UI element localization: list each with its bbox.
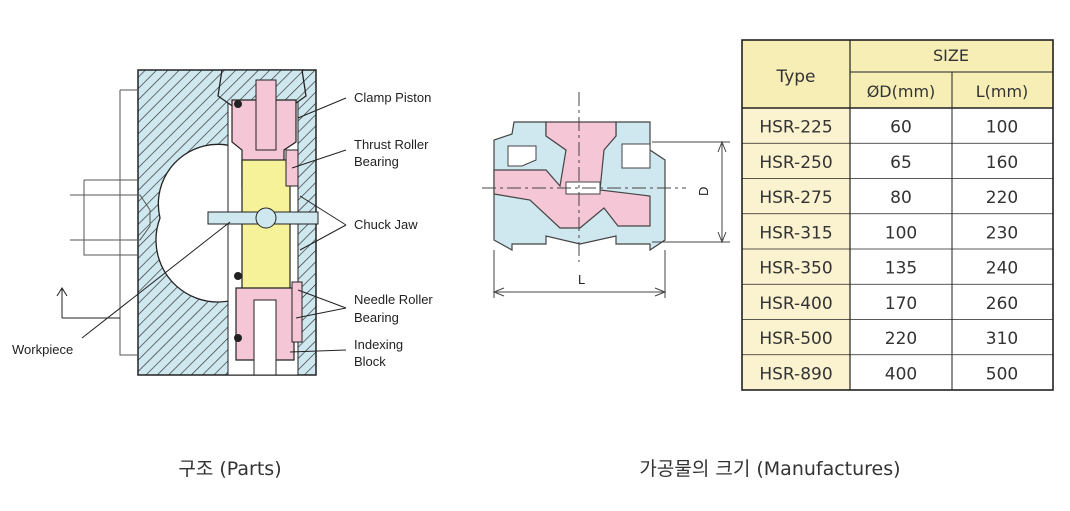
valve-pink-interior	[493, 121, 651, 229]
table-cell-type: HSR-315	[759, 223, 832, 243]
table-type-header: Type	[775, 67, 815, 87]
leader-line	[295, 307, 347, 319]
workpiece-arrow	[56, 287, 120, 319]
label-indexing: Indexing	[354, 337, 403, 352]
o-ring	[234, 100, 242, 108]
table-cell-l: 220	[986, 188, 1018, 208]
table-cell-d: 60	[890, 118, 912, 138]
table-col-d-header: ØD(mm)	[867, 82, 936, 101]
table-row-lines	[742, 142, 1053, 356]
o-ring	[234, 334, 242, 342]
piston-stem	[255, 79, 277, 151]
table-cell-d: 170	[885, 294, 917, 314]
label-thrust-roller: Thrust Roller	[354, 137, 429, 152]
parts-cross-section: Clamp Piston Thrust Roller Bearing Chuck…	[12, 69, 433, 376]
table-cell-type: HSR-225	[759, 118, 832, 138]
table-cell-d: 80	[890, 188, 912, 208]
leader-line	[291, 149, 347, 169]
table-cell-l: 160	[986, 153, 1018, 173]
table-cell-d: 65	[890, 153, 912, 173]
table-border	[741, 39, 1054, 391]
table-cell-type: HSR-890	[759, 364, 832, 384]
jaw-ball	[255, 207, 277, 229]
table-cell-type: HSR-250	[759, 153, 832, 173]
table-cell-l: 310	[986, 329, 1018, 349]
table-cell-d: 135	[885, 259, 917, 279]
leader-line	[81, 221, 231, 339]
label-needle-roller: Needle Roller	[354, 292, 433, 307]
table-cell-l: 500	[986, 364, 1018, 384]
indexing-stem	[253, 299, 277, 376]
table-col-l-header: L(mm)	[976, 82, 1029, 101]
table-cell-type: HSR-400	[759, 294, 832, 314]
leader-line	[297, 97, 347, 119]
leader-line	[299, 224, 347, 251]
label-needle-bearing: Bearing	[354, 310, 399, 325]
leader-line	[297, 289, 347, 309]
label-dim-l: L	[578, 272, 585, 287]
leader-line	[289, 349, 347, 353]
table-cell-type: HSR-275	[759, 188, 832, 208]
label-clamp-piston: Clamp Piston	[354, 90, 431, 105]
o-ring	[234, 272, 242, 280]
table-cell-l: 100	[986, 118, 1018, 138]
table-cell-type: HSR-350	[759, 259, 832, 279]
caption-parts: 구조 (Parts)	[178, 458, 281, 480]
label-indexing-block: Block	[354, 354, 386, 369]
caption-manufactures: 가공물의 크기 (Manufactures)	[639, 458, 900, 480]
needle-bearing	[291, 281, 303, 343]
table-cell-d: 100	[885, 223, 917, 243]
valve-right-pocket	[621, 143, 651, 169]
dim-d-arrows	[717, 140, 727, 244]
table-size-header: SIZE	[933, 46, 969, 65]
label-dim-d: D	[696, 187, 711, 196]
fixture-outline	[83, 89, 138, 356]
chuck-jaw	[241, 159, 291, 309]
table-header-type	[742, 40, 850, 108]
table-cell-type: HSR-500	[759, 329, 832, 349]
table-cell-l: 260	[986, 294, 1018, 314]
leader-line	[299, 195, 347, 226]
label-workpiece: Workpiece	[12, 342, 73, 357]
table-cell-d: 400	[885, 364, 917, 384]
valve-left-pocket	[507, 145, 537, 167]
dim-l-arrows	[492, 287, 667, 297]
table-cell-l: 240	[986, 259, 1018, 279]
workpiece-section: D L	[482, 92, 730, 298]
tool-outline	[70, 194, 151, 241]
table-cell-l: 230	[986, 223, 1018, 243]
label-chuck-jaw: Chuck Jaw	[354, 217, 418, 232]
label-thrust-bearing: Bearing	[354, 154, 399, 169]
table-cell-d: 220	[885, 329, 917, 349]
